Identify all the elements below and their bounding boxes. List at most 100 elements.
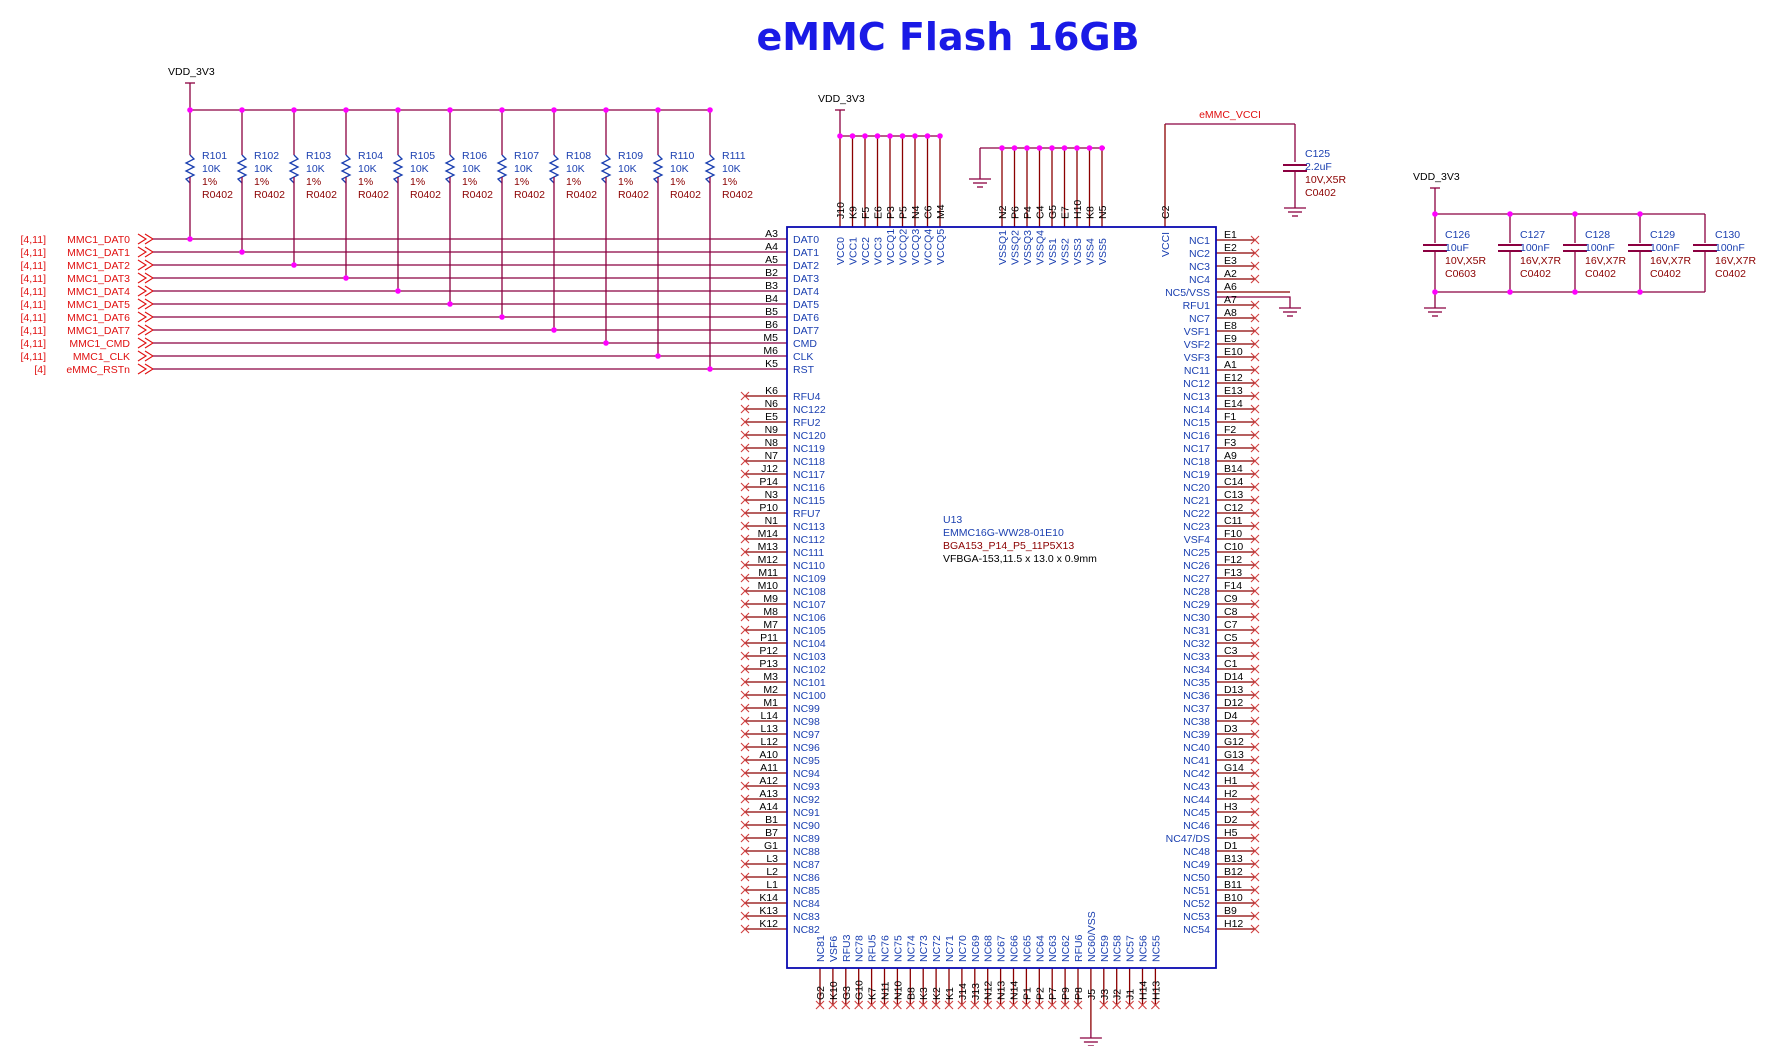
pin-number: H13 [1150, 981, 1162, 1000]
junction-dot [1061, 145, 1068, 151]
page-title: eMMC Flash 16GB [756, 15, 1139, 59]
pin-number: G10 [854, 980, 866, 1000]
pin-name: NC22 [1183, 508, 1210, 520]
pin-number: N9 [765, 424, 779, 436]
no-connect-mark [740, 794, 750, 804]
chip-body [786, 226, 1217, 969]
pin-number: A6 [1224, 281, 1237, 293]
pin-name: DAT7 [793, 325, 819, 337]
pin-name: NC118 [793, 456, 825, 468]
pin-number: D1 [1224, 840, 1238, 852]
no-connect-mark [1250, 729, 1260, 739]
pin-number: M10 [758, 580, 779, 592]
no-connect-mark [1250, 261, 1260, 271]
no-connect-mark [1138, 1000, 1147, 1010]
pin-number: P13 [759, 658, 778, 670]
pin-number: J2 [1112, 989, 1124, 1000]
pin-number: L13 [760, 723, 778, 735]
cap-value: 100nF [1715, 242, 1745, 254]
resistor-value: 10K [566, 163, 585, 175]
junction-dot [1099, 145, 1105, 151]
pin-number: C3 [1224, 645, 1238, 657]
pin-number: B6 [765, 319, 778, 331]
power-label: VDD_3V3 [168, 66, 215, 78]
resistor-tolerance: 1% [306, 176, 321, 188]
pin-name: NC119 [793, 443, 825, 455]
pin-name: NC70 [957, 935, 969, 962]
no-connect-mark [740, 885, 750, 895]
no-connect-mark [1250, 885, 1260, 895]
pin-name: NC36 [1183, 690, 1210, 702]
net-sheet-ref: [4,11] [21, 273, 47, 285]
pin-name: NC54 [1183, 924, 1210, 936]
pin-name: NC13 [1183, 391, 1210, 403]
pin-number: P2 [1034, 987, 1046, 1000]
pin-name: NC59 [1099, 935, 1111, 962]
no-connect-mark [1250, 794, 1260, 804]
pin-number: C2 [1160, 205, 1172, 219]
pin-number: H5 [1224, 827, 1238, 839]
pin-number: E1 [1224, 229, 1237, 241]
pin-number: P3 [885, 206, 897, 219]
pin-name: VCC1 [848, 237, 860, 265]
pin-number: L2 [766, 866, 778, 878]
pin-name: NC103 [793, 651, 826, 663]
pin-number: J13 [970, 983, 982, 1000]
pin-name: NC7 [1189, 313, 1210, 325]
no-connect-mark [740, 482, 750, 492]
pin-name: NC99 [793, 703, 820, 715]
pin-number: B12 [1224, 866, 1243, 878]
pin-number: E12 [1224, 372, 1243, 384]
pin-number: M9 [763, 593, 778, 605]
pin-number: G3 [841, 986, 853, 1000]
cap-value: 100nF [1520, 242, 1550, 254]
resistor-value: 10K [254, 163, 273, 175]
pin-name: NC40 [1183, 742, 1210, 754]
no-connect-mark [740, 859, 750, 869]
no-connect-mark [1250, 859, 1260, 869]
no-connect-mark [983, 1000, 993, 1010]
no-connect-mark [1250, 352, 1260, 362]
no-connect-mark [854, 1000, 864, 1010]
power-label: VDD_3V3 [1413, 171, 1460, 183]
power-label: VDD_3V3 [818, 93, 865, 105]
junction-dot [999, 145, 1005, 151]
net-port [137, 350, 155, 362]
no-connect-mark [1250, 781, 1260, 791]
no-connect-mark [740, 430, 750, 440]
pin-name: VCCQ1 [885, 229, 897, 265]
no-connect-mark [1250, 404, 1260, 414]
pin-number: K9 [848, 206, 860, 219]
pin-number: F2 [1224, 424, 1236, 436]
pin-name: NC107 [793, 599, 826, 611]
pin-name: NC33 [1183, 651, 1210, 663]
chip-body-layer [786, 226, 1217, 969]
no-connect-mark [1250, 677, 1260, 687]
pin-number: B2 [765, 267, 778, 279]
pin-name: NC30 [1183, 612, 1210, 624]
net-sheet-ref: [4,11] [21, 247, 47, 259]
pin-name: NC2 [1189, 248, 1210, 260]
resistor-tolerance: 1% [410, 176, 425, 188]
pin-name: VCCQ5 [935, 229, 947, 265]
no-connect-mark [740, 599, 750, 609]
junction-dot [862, 133, 868, 139]
pin-number: N1 [765, 515, 779, 527]
no-connect-mark [815, 1000, 825, 1010]
no-connect-mark [740, 872, 750, 882]
net-sheet-ref: [4,11] [21, 325, 47, 337]
pin-name: NC93 [793, 781, 820, 793]
pin-name: NC1 [1189, 235, 1210, 247]
no-connect-mark [740, 846, 750, 856]
pin-number: D3 [1224, 723, 1238, 735]
pin-number: G13 [1224, 749, 1244, 761]
junction-dot [603, 107, 609, 113]
resistor-body [704, 154, 716, 184]
pin-number: J5 [1086, 989, 1098, 1000]
pin-name: NC5/VSS [1165, 287, 1210, 299]
resistor-footprint: R0402 [618, 189, 649, 201]
net-sheet-ref: [4,11] [21, 312, 47, 324]
pin-name: NC86 [793, 872, 820, 884]
pin-name: NC69 [970, 935, 982, 962]
pin-name: NC65 [1021, 935, 1033, 962]
